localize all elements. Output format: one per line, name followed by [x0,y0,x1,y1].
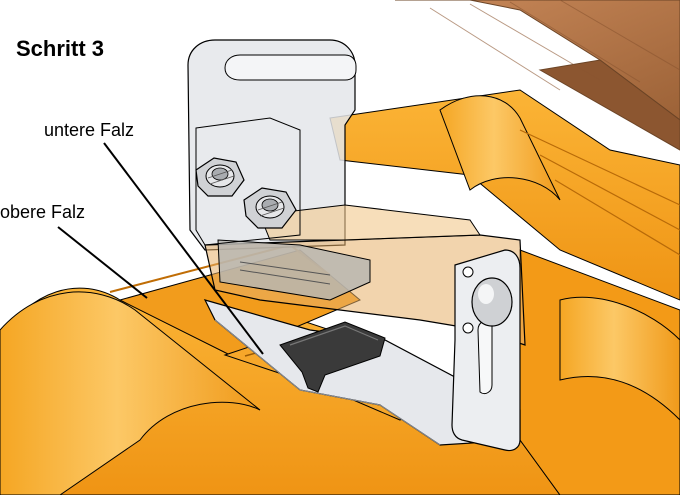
leader-line-untere-falz [103,142,264,355]
carriage-bolt-head [471,277,513,327]
bracket-slot [224,54,357,81]
tile-lower-ridge [0,291,261,495]
black-clip-highlight [289,325,379,346]
tile-right-ridge [559,296,680,421]
label-untere-falz: untere Falz [44,120,135,140]
bracket-arm-top [259,204,481,241]
label-obere-falz: obere Falz [0,202,86,222]
wood-batten-side [538,59,680,151]
hook-base-plate-edge [214,319,441,446]
wood-grain [429,0,680,91]
tile-groove-lines [519,129,680,256]
bracket-front-slot [477,319,493,395]
bracket-back-plate [187,39,356,251]
bolt-left [195,157,245,197]
carriage-bolt-shine [478,284,494,304]
leader-line-obere-falz [57,226,148,299]
clamp-block-groove [239,261,331,285]
bolt-right [243,187,297,229]
front-plate-hole-bottom [462,322,474,334]
tile-upper-band [329,89,680,301]
tile-upper-ridge [439,95,561,201]
step-title: Schritt 3 [16,36,105,61]
bolt-washer-frame [195,117,301,246]
front-plate-hole-top [462,266,474,278]
